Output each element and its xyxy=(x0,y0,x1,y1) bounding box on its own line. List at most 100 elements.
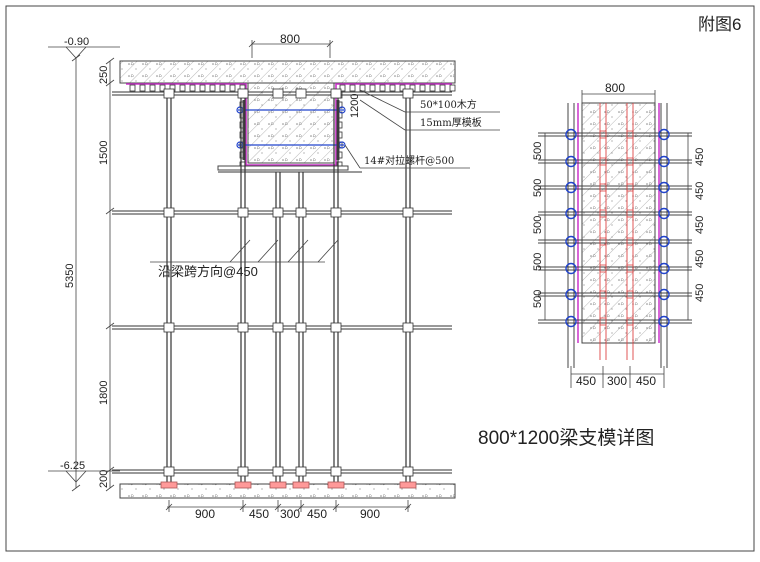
scaffold-coupler-icon xyxy=(402,88,414,99)
timber-joist xyxy=(179,84,186,92)
timber-joist xyxy=(229,84,236,92)
timber-joist xyxy=(399,84,406,92)
bottom-dimension: 300 xyxy=(280,507,300,521)
base-pad xyxy=(292,481,310,489)
plan-bottom-dimension: 450 xyxy=(576,374,596,388)
elevation-bottom: -6.25 xyxy=(60,460,85,472)
scaffold-coupler-icon xyxy=(163,88,175,99)
scaffold-coupler-icon xyxy=(237,88,249,99)
scaffold-coupler-icon xyxy=(402,207,414,218)
formwork-board xyxy=(126,83,452,166)
elevation-marker-icon xyxy=(65,46,87,59)
timber-joist xyxy=(129,84,136,92)
bolt-head-icon xyxy=(658,235,670,248)
timber-joist xyxy=(379,84,386,92)
plan-width-dim: 800 xyxy=(605,81,625,95)
plan-right-dimension: 450 xyxy=(694,182,706,200)
scaffold-coupler-icon xyxy=(272,88,284,99)
vertical-dimension: 200 xyxy=(98,470,110,488)
plan-bottom-dimension: 450 xyxy=(636,374,656,388)
bolt-head-icon xyxy=(565,128,577,141)
bolt-head-icon xyxy=(658,155,670,168)
scaffold-coupler-icon xyxy=(163,207,175,218)
callout-formwork: 15mm厚模板 xyxy=(420,116,482,129)
base-pads xyxy=(160,481,417,489)
bolt-head-icon xyxy=(565,262,577,275)
bottom-dimension: 450 xyxy=(249,507,269,521)
scaffold-coupler-icon xyxy=(402,322,414,333)
plan-left-dimension: 500 xyxy=(532,179,544,197)
scaffold-poles xyxy=(166,92,411,484)
vertical-dimension: 1800 xyxy=(98,381,110,405)
scaffold-coupler-icon xyxy=(402,466,414,477)
timber-joist xyxy=(419,84,426,92)
plan-left-dimension: 500 xyxy=(532,253,544,271)
bolt-head-icon xyxy=(565,155,577,168)
timber-joist xyxy=(439,84,446,92)
plan-bottom-dimension: 300 xyxy=(607,374,627,388)
scaffold-coupler-icon xyxy=(330,466,342,477)
sheet-border xyxy=(5,5,755,552)
timber-joist xyxy=(209,84,216,92)
bottom-dimension: 900 xyxy=(195,507,215,521)
scaffold-coupler-icon xyxy=(237,207,249,218)
scaffold-coupler-icon xyxy=(295,466,307,477)
base-pad xyxy=(160,481,178,489)
scaffold-coupler-icon xyxy=(163,322,175,333)
timber-joist xyxy=(199,84,206,92)
callout-tie-bolt: 14#对拉螺杆@500 xyxy=(364,154,454,167)
timber-joist xyxy=(349,84,356,92)
ground-slab xyxy=(119,483,456,499)
plan-right-dimension: 450 xyxy=(694,216,706,234)
timber-joist xyxy=(389,84,396,92)
sheet-label: 附图6 xyxy=(698,15,741,34)
base-pad xyxy=(327,481,345,489)
timber-joist xyxy=(219,84,226,92)
bolt-head-icon xyxy=(565,181,577,194)
base-pad xyxy=(234,481,252,489)
scaffold-coupler-icon xyxy=(295,207,307,218)
scaffold-coupler-icon xyxy=(272,466,284,477)
scaffold-coupler-icon xyxy=(330,322,342,333)
timber-joist xyxy=(449,84,456,92)
base-pad xyxy=(399,481,417,489)
vertical-dimension: 1500 xyxy=(98,141,110,165)
vertical-dimension: 250 xyxy=(98,66,110,84)
scaffold-coupler-icon xyxy=(330,88,342,99)
timber-joist xyxy=(339,84,346,92)
scaffold-ledgers xyxy=(112,88,452,477)
plan-right-dimension: 450 xyxy=(694,284,706,302)
bottom-dimension: 900 xyxy=(360,507,380,521)
bolt-head-icon xyxy=(658,262,670,275)
plan-right-dimension: 450 xyxy=(694,250,706,268)
scaffold-coupler-icon xyxy=(272,322,284,333)
bolt-head-icon xyxy=(658,128,670,141)
total-height-dim: 5350 xyxy=(64,264,76,288)
plan-right-dimension: 450 xyxy=(694,148,706,166)
scaffold-coupler-icon xyxy=(295,88,307,99)
bolt-head-icon xyxy=(658,207,670,220)
beam-width-dim: 800 xyxy=(280,32,300,46)
scaffold-coupler-icon xyxy=(237,466,249,477)
beam-depth-dim: 1200 xyxy=(349,94,361,118)
scaffold-coupler-icon xyxy=(163,466,175,477)
scaffold-coupler-icon xyxy=(237,322,249,333)
bolt-head-icon xyxy=(565,288,577,301)
bottom-dimension: 450 xyxy=(307,507,327,521)
base-pad xyxy=(269,481,287,489)
bolt-head-icon xyxy=(565,315,577,328)
plan-left-dimension: 500 xyxy=(532,142,544,160)
timber-joist xyxy=(189,84,196,92)
section-view: 沿梁跨方向@450 50*100木方 15mm厚模板 14#对拉螺杆@500 8… xyxy=(48,32,500,521)
bolt-head-icon xyxy=(658,315,670,328)
bolt-head-icon xyxy=(565,207,577,220)
timber-joist xyxy=(159,84,166,92)
callout-timber: 50*100木方 xyxy=(420,98,477,111)
bolt-head-icon xyxy=(658,288,670,301)
plan-left-dimension: 500 xyxy=(532,290,544,308)
span-note: 沿梁跨方向@450 xyxy=(158,264,258,279)
bolt-head-icon xyxy=(658,181,670,194)
